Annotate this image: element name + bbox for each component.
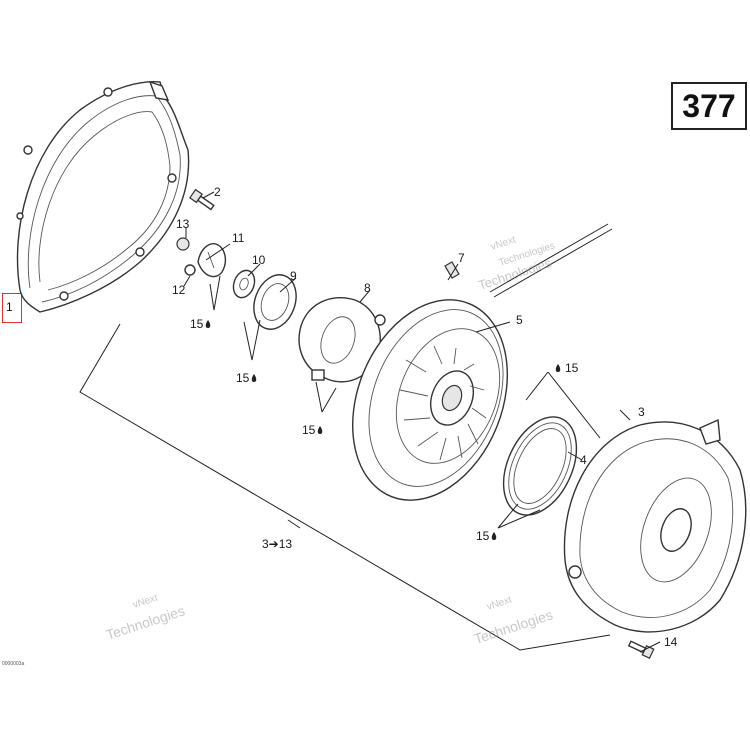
bolt-2: [189, 188, 215, 211]
housing-ring: [16, 80, 190, 313]
spring-4: [502, 416, 578, 516]
callout-14: 14: [664, 635, 678, 649]
oil-drop-icon: [555, 364, 561, 372]
callout-15-c: 15: [302, 423, 316, 437]
callout-15-e: 15: [476, 529, 490, 543]
page-number-badge: 377: [671, 82, 747, 130]
svg-text:vNext: vNext: [132, 592, 160, 610]
callout-7: 7: [458, 251, 465, 265]
callout-labels: 2 13 11 10 12 9 8 7 5 4 3 14 15 15 15 15…: [172, 185, 678, 649]
callout-11: 11: [232, 231, 245, 245]
callout-10: 10: [252, 253, 266, 267]
cover-3: [563, 418, 747, 633]
callout-2: 2: [214, 185, 221, 199]
pulley-5: [352, 299, 508, 501]
svg-text:vNext: vNext: [490, 234, 518, 252]
oil-drop-icon: [491, 532, 497, 540]
callout-8: 8: [364, 281, 371, 295]
callout-9: 9: [290, 269, 297, 283]
starter-rope: [489, 223, 609, 293]
ring-9: [253, 274, 297, 330]
washer-10: [232, 269, 256, 299]
reference-code: 0000003a: [2, 661, 25, 667]
callout-13: 13: [176, 217, 190, 231]
oil-drop-icon: [251, 374, 257, 382]
callout-4: 4: [580, 453, 587, 467]
callout-5: 5: [516, 313, 523, 327]
svg-text:Technologies: Technologies: [472, 606, 555, 646]
oil-drop-icon: [317, 426, 323, 434]
svg-text:vNext: vNext: [486, 594, 514, 612]
callout-1-box: 1: [2, 293, 22, 323]
callout-15-d: 15: [565, 361, 579, 375]
callout-15-b: 15: [236, 371, 250, 385]
callout-1: 1: [6, 300, 13, 314]
callout-3-to-13: 3➔13: [262, 537, 292, 551]
lubricant-drop-icons: [205, 320, 561, 540]
leader-lines: [79, 191, 661, 653]
oil-drop-icon: [205, 320, 211, 328]
pin-7: [444, 261, 460, 279]
pawl-assembly: [176, 237, 227, 278]
svg-text:Technologies: Technologies: [104, 602, 187, 642]
callout-15-a: 15: [190, 317, 204, 331]
callout-3: 3: [638, 405, 645, 419]
callout-12: 12: [172, 283, 186, 297]
bolt-14: [627, 640, 655, 660]
